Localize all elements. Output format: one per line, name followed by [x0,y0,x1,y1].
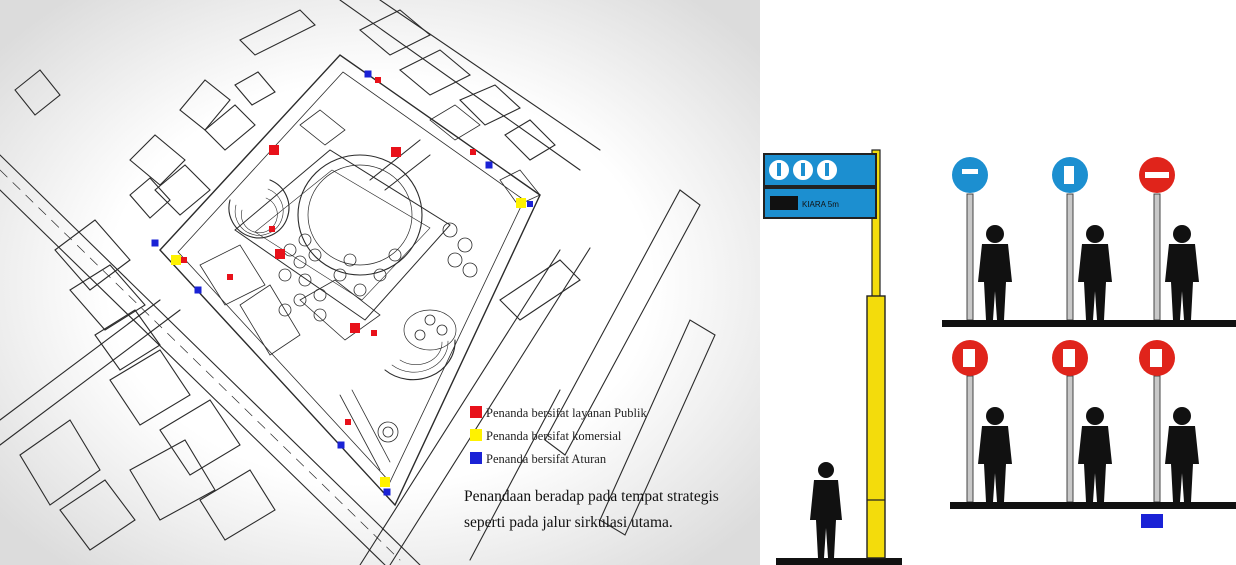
truck-icon [770,196,798,210]
sign-marker-aturan [383,488,391,496]
sign-marker-komersial [380,477,390,487]
parking-icon [1052,157,1112,321]
sign-marker-publik [375,77,381,83]
info-icon-3 [815,158,839,182]
sign-marker-publik [350,323,360,333]
person-silhouette [810,462,842,558]
amphitheatre-west [228,179,290,239]
amphitheatre-south [384,309,457,381]
sign-marker-publik [391,147,401,157]
sign-marker-publik [227,274,233,280]
legend-swatch-publik [470,406,482,418]
sign-marker-aturan [337,441,345,449]
note-line-2: seperti pada jalur sirkulasi utama. [464,514,673,531]
strategy-note: Penandaan beradap pada tempat strategis … [464,484,719,536]
road-diagonal-main [0,154,421,565]
legend-item-komersial: Penanda bersifat komersial [486,425,647,448]
legend-label-aturan: Penanda bersifat Aturan [486,452,607,466]
sign-marker-aturan [151,239,159,247]
plaza-structures [199,104,541,471]
turn-left-icon [952,157,1012,321]
sign-marker-publik [345,419,351,425]
blue-regulation-marker [1141,514,1163,528]
sign-marker-publik [470,149,476,155]
sign-marker-publik [275,249,285,259]
sign-marker-komersial [171,255,181,265]
board-text: KIARA 5m [802,200,839,209]
sign-marker-komersial [516,198,526,208]
info-icon [767,158,791,182]
central-building [234,139,451,341]
no-u-turn-icon [952,340,1012,503]
sign-marker-publik [371,330,377,336]
no-right-turn-icon [1139,340,1199,503]
sign-marker-aturan [527,201,533,207]
ground-line-row-2 [950,502,1236,509]
sign-marker-publik [269,226,275,232]
sign-marker-aturan [194,286,202,294]
legend-label-komersial: Penanda bersifat komersial [486,429,622,443]
info-icon-2 [791,158,815,182]
direction-board: KIARA 5m [763,153,877,219]
site-plan-sketch [0,0,760,565]
road-diagonal-cross [0,0,601,565]
legend-swatch-komersial [470,429,482,441]
yellow-pole [871,149,881,559]
sign-marker-publik [269,145,279,155]
legend-item-publik: Penanda bersifat layanan Publik [486,402,647,425]
sign-marker-aturan [485,161,493,169]
legend-label-publik: Penanda bersifat layanan Publik [486,406,647,420]
sign-marker-aturan [364,70,372,78]
yellow-pole-base [866,295,886,559]
tree-cluster [278,222,478,341]
note-line-1: Penandaan beradap pada tempat strategis [464,488,719,505]
right-buildings [469,189,716,561]
legend-item-aturan: Penanda bersifat Aturan [486,448,647,471]
legend-swatch-aturan [470,452,482,464]
sign-markers [151,70,533,496]
no-left-turn-icon [1052,340,1112,503]
no-entry-icon [1139,157,1199,321]
sign-marker-publik [181,257,187,263]
legend: Penanda bersifat layanan Publik Penanda … [486,402,647,471]
ground-line-row-1 [942,320,1236,327]
ground-line-pole [776,558,902,565]
surrounding-buildings [14,9,581,551]
